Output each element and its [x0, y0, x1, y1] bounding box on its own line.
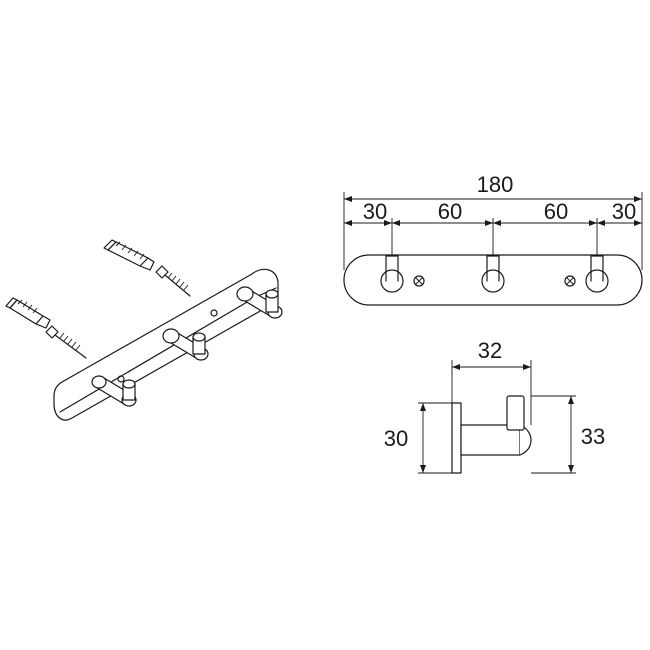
hook-icon — [91, 375, 137, 407]
wall-plug-icon — [5, 297, 51, 329]
isometric-view — [5, 239, 283, 421]
hook-height-label: 33 — [581, 424, 605, 449]
wall-plug-icon — [103, 239, 155, 271]
segment-1-label: 30 — [363, 199, 387, 224]
screw-icon — [413, 275, 425, 287]
overall-width-label: 180 — [477, 172, 514, 197]
segment-2-label: 60 — [438, 199, 462, 224]
segment-4-label: 30 — [612, 199, 636, 224]
side-plate — [451, 402, 462, 474]
front-view: 180 30 60 60 30 — [343, 172, 643, 306]
side-view: 32 30 33 — [384, 338, 605, 474]
hook-rail-icon — [343, 254, 643, 306]
plate-height-label: 30 — [384, 426, 408, 451]
hook-icon — [162, 328, 209, 361]
hook-depth-label: 32 — [478, 338, 502, 363]
screw-icon — [564, 275, 576, 287]
screw-icon — [45, 325, 87, 359]
hook-icon — [236, 286, 283, 319]
segment-3-label: 60 — [544, 199, 568, 224]
screw-icon — [155, 265, 191, 297]
